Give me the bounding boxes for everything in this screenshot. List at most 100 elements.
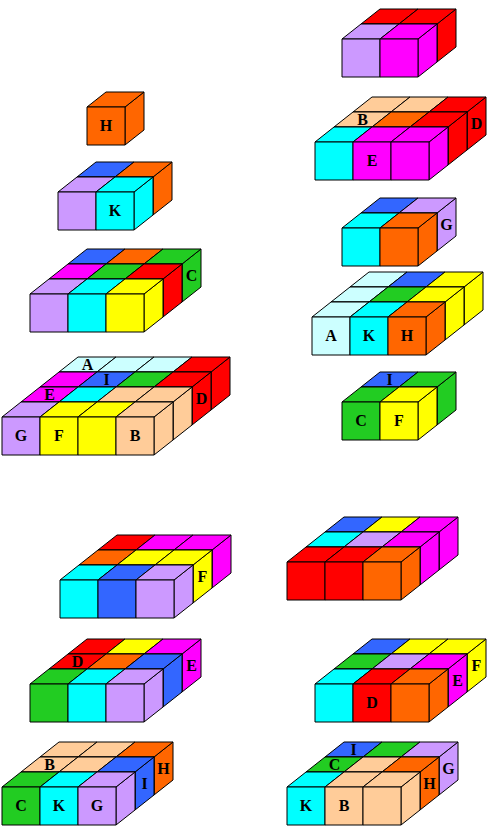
cube-letter: F [394, 413, 404, 429]
cube-letter: A [325, 328, 337, 344]
cube-letter: B [357, 112, 368, 128]
cube-front [315, 142, 353, 180]
cube-top [410, 112, 467, 127]
cube-top [399, 9, 456, 24]
cube-letter: K [53, 798, 65, 814]
cube-front [380, 228, 418, 266]
cube-front [116, 417, 154, 455]
cube-front [40, 417, 78, 455]
cube-letter: D [366, 695, 378, 711]
cube-top [125, 654, 182, 669]
cube-letter: I [350, 742, 356, 758]
cube-top [401, 742, 458, 757]
cube-front [287, 787, 325, 825]
cube-letter: E [367, 153, 378, 169]
cube-letter: B [130, 428, 141, 444]
cube-front [2, 787, 40, 825]
cube-front [342, 39, 380, 77]
cube-front [388, 317, 426, 355]
cube-front [353, 142, 391, 180]
cube-top [144, 639, 201, 654]
cube-top [106, 279, 163, 294]
cube-letter: K [363, 328, 375, 344]
cube-top [96, 177, 153, 192]
cube-top [125, 264, 182, 279]
cube-top [116, 742, 173, 757]
cube-top [380, 24, 437, 39]
cube-top [380, 213, 437, 228]
cube-front [350, 317, 388, 355]
cube-front [325, 787, 363, 825]
cube-front [30, 684, 68, 722]
cube-letter: G [440, 217, 452, 233]
cube-letter: C [355, 413, 367, 429]
cube-letter: C [329, 757, 341, 773]
cube-top [380, 387, 437, 402]
cube-top [87, 92, 144, 107]
cube-front [312, 317, 350, 355]
cube-top [154, 372, 211, 387]
cube-top [135, 387, 192, 402]
cube-top [382, 532, 439, 547]
cube-front [287, 562, 325, 600]
cube-letter: G [91, 798, 103, 814]
cube-letter: A [82, 357, 94, 373]
cube-letter: E [44, 387, 55, 403]
cube-letter: D [471, 116, 483, 132]
cube-letter: I [103, 372, 109, 388]
cube-front [391, 142, 429, 180]
cube-top [116, 402, 173, 417]
cube-letter: F [198, 569, 208, 585]
cube-letter: H [157, 761, 169, 777]
cube-front [98, 580, 136, 618]
cube-front [315, 684, 353, 722]
cube-top [363, 547, 420, 562]
cube-front [353, 684, 391, 722]
cube-letter: E [186, 658, 197, 674]
cube-letter: H [423, 776, 435, 792]
cube-top [144, 249, 201, 264]
cube-top [388, 302, 445, 317]
cube-front [78, 417, 116, 455]
cube-top [363, 772, 420, 787]
cube-top [410, 654, 467, 669]
cube-letter: I [141, 776, 147, 792]
cube-front [58, 192, 96, 230]
cube-top [78, 772, 135, 787]
cube-letter: D [196, 391, 208, 407]
cube-front [40, 787, 78, 825]
cube-letter: C [186, 268, 198, 284]
cube-top [399, 198, 456, 213]
cube-front [342, 228, 380, 266]
cube-top [391, 669, 448, 684]
cube-letter: B [44, 757, 55, 773]
cube-front [342, 402, 380, 440]
cube-letter: G [442, 761, 454, 777]
cube-top [399, 372, 456, 387]
cube-top [115, 162, 172, 177]
cube-front [391, 684, 429, 722]
cube-letter: E [452, 673, 463, 689]
cube-top [106, 669, 163, 684]
cube-front [325, 562, 363, 600]
cube-letter: K [109, 203, 121, 219]
cube-letter: K [300, 798, 312, 814]
cube-top [391, 127, 448, 142]
cube-front [30, 294, 68, 332]
cube-letter: C [15, 798, 27, 814]
cube-front [68, 684, 106, 722]
cube-letter: H [100, 118, 112, 134]
cube-letter: B [339, 798, 350, 814]
cube-top [155, 550, 212, 565]
cube-top [429, 97, 486, 112]
cube-top [429, 639, 486, 654]
cube-top [407, 287, 464, 302]
cube-front [2, 417, 40, 455]
cube-top [382, 757, 439, 772]
cube-front [68, 294, 106, 332]
cube-top [136, 565, 193, 580]
cube-front [106, 294, 144, 332]
cube-letter: F [54, 428, 64, 444]
cube-top [97, 757, 154, 772]
